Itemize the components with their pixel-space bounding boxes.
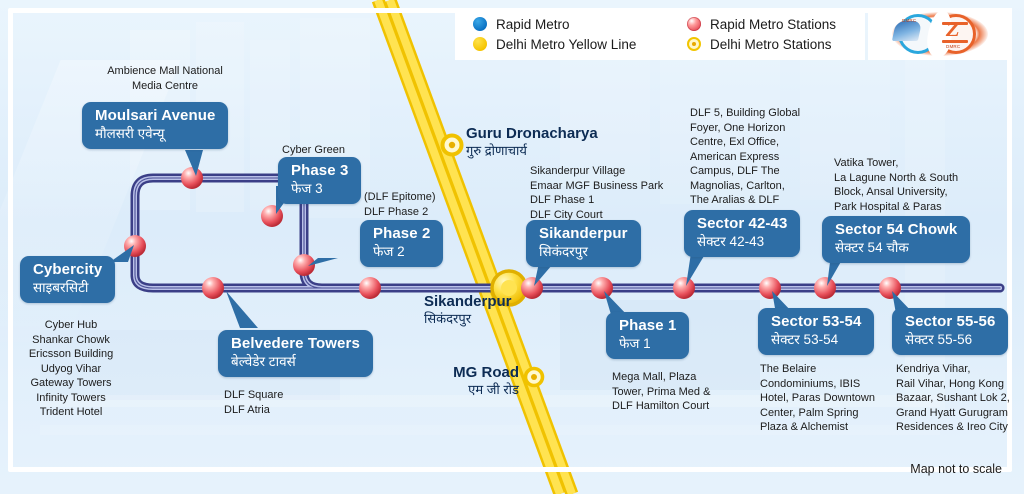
station-name-en-sector-55-56: Sector 55-56: [905, 313, 996, 330]
station-name-en-moulsari-avenue: Moulsari Avenue: [95, 107, 216, 124]
station-name-hi-sector-54-chowk: सेक्टर 54 चौक: [835, 239, 909, 255]
station-name-hi-moulsari-avenue: मौलसरी एवेन्यू: [95, 125, 165, 141]
legend-label-delhi-metro-stations: Delhi Metro Stations: [710, 36, 832, 52]
station-name-en-sector-42-43: Sector 42-43: [697, 215, 788, 232]
station-name-hi-sikanderpur: सिकंदरपुर: [539, 243, 588, 259]
yellow-station-name-hi-mg-road: एम जी रोड: [468, 381, 519, 397]
landmarks-sector-55-56: Kendriya Vihar, Rail Vihar, Hong Kong Ba…: [896, 363, 1010, 434]
landmarks-moulsari-avenue: Ambience Mall National Media Centre: [107, 65, 223, 92]
callout-phase-1[interactable]: Phase 1 फेज 1: [606, 312, 690, 360]
legend-item-yellow-line: Delhi Metro Yellow Line: [473, 37, 673, 52]
delhi-metro-station-markers: [440, 133, 545, 388]
callout-sector-55-56[interactable]: Sector 55-56 सेक्टर 55-56: [892, 308, 1009, 356]
callout-sector-42-43[interactable]: Sector 42-43 सेक्टर 42-43: [684, 210, 801, 258]
station-name-en-sikanderpur: Sikanderpur: [539, 225, 628, 242]
yellow-station-name-en-guru-dronacharya: Guru Dronacharya: [466, 125, 598, 142]
yellow-station-sikanderpur[interactable]: Sikanderpur सिकंदरपुर: [424, 293, 512, 328]
station-name-hi-phase-3: फेज 3: [291, 180, 323, 196]
station-name-hi-sector-53-54: सेक्टर 53-54: [771, 331, 839, 347]
yellow-station-name-en-sikanderpur: Sikanderpur: [424, 293, 512, 310]
station-name-en-sector-53-54: Sector 53-54: [771, 313, 862, 330]
landmarks-cybercity: Cyber Hub Shankar Chowk Ericsson Buildin…: [28, 319, 114, 419]
landmarks-sikanderpur: Sikanderpur Village Emaar MGF Business P…: [530, 165, 664, 221]
landmarks-belvedere-towers: DLF Square DLF Atria: [224, 389, 284, 416]
station-dot-sector-54-chowk: [814, 277, 836, 299]
callout-sector-53-54[interactable]: Sector 53-54 सेक्टर 53-54: [758, 308, 875, 356]
station-dot-belvedere-towers: [202, 277, 224, 299]
station-dot-moulsari-avenue: [181, 167, 203, 189]
yellow-station-guru-dronacharya[interactable]: Guru Dronacharya गुरु द्रोणाचार्य: [466, 125, 598, 160]
landmarks-phase-3: Cyber Green: [282, 144, 345, 156]
callout-belvedere-towers[interactable]: Belvedere Towers बेल्वेडेर टावर्स: [218, 330, 373, 378]
station-name-hi-cybercity: साइबरसिटी: [33, 279, 89, 295]
yellow-station-name-hi-guru-dronacharya: गुरु द्रोणाचार्य: [466, 142, 527, 158]
yellow-station-mg-road[interactable]: MG Road एम जी रोड: [424, 364, 519, 399]
legend-label-rapid-metro: Rapid Metro: [496, 16, 570, 32]
landmarks-phase-1: Mega Mall, Plaza Tower, Prima Med & DLF …: [612, 371, 711, 413]
rapid-metro-line-swatch-icon: [473, 17, 487, 31]
station-name-hi-sector-55-56: सेक्टर 55-56: [905, 331, 973, 347]
callout-cybercity[interactable]: Cybercity साइबरसिटी: [20, 256, 116, 304]
yellow-station-name-en-mg-road: MG Road: [453, 364, 519, 381]
landmarks-phase-2: (DLF Epitome) DLF Phase 2: [364, 191, 436, 218]
callout-phase-3[interactable]: Phase 3 फेज 3: [278, 157, 362, 205]
landmarks-sector-53-54: The Belaire Condominiums, IBIS Hotel, Pa…: [760, 363, 875, 434]
legend-item-delhi-metro-stations: Delhi Metro Stations: [687, 37, 836, 52]
operator-logo: DMRC Z DMRC: [868, 8, 1012, 60]
logo-bar-icon: [942, 22, 968, 25]
logo-bar-icon: [942, 40, 968, 43]
station-name-hi-phase-1: फेज 1: [619, 335, 651, 351]
station-name-en-cybercity: Cybercity: [33, 261, 103, 278]
station-dot-sector-55-56: [879, 277, 901, 299]
station-dot-sector-42-43: [673, 277, 695, 299]
landmarks-sector-42-43: DLF 5, Building Global Foyer, One Horizo…: [690, 107, 801, 221]
callout-moulsari-avenue[interactable]: Moulsari Avenue मौलसरी एवेन्यू: [82, 102, 229, 150]
delhi-metro-yellow-line: [371, 0, 579, 494]
map-legend: Rapid Metro Delhi Metro Yellow Line Rapi…: [455, 8, 865, 60]
station-name-hi-belvedere-towers: बेल्वेडेर टावर्स: [231, 353, 296, 369]
station-dot-phase-1: [591, 277, 613, 299]
legend-label-yellow-line: Delhi Metro Yellow Line: [496, 36, 637, 52]
station-name-hi-sector-42-43: सेक्टर 42-43: [697, 233, 765, 249]
legend-label-rapid-metro-stations: Rapid Metro Stations: [710, 16, 837, 32]
station-name-en-sector-54-chowk: Sector 54 Chowk: [835, 221, 958, 238]
station-dot-belvedere-link: [359, 277, 381, 299]
logo-right-text: Z: [943, 17, 963, 41]
rapid-metro-station-markers: [124, 167, 901, 299]
legend-item-rapid-metro: Rapid Metro: [473, 17, 673, 32]
station-name-en-phase-1: Phase 1: [619, 317, 677, 334]
station-name-en-belvedere-towers: Belvedere Towers: [231, 335, 360, 352]
yellow-station-name-hi-sikanderpur: सिकंदरपुर: [424, 310, 472, 326]
station-dot-sikanderpur: [521, 277, 543, 299]
station-dot-phase-2: [293, 254, 315, 276]
rapid-metro-station-swatch-icon: [687, 17, 701, 31]
station-dot-sector-53-54: [759, 277, 781, 299]
legend-item-rapid-metro-stations: Rapid Metro Stations: [687, 17, 836, 32]
station-name-en-phase-2: Phase 2: [373, 225, 431, 242]
callout-sikanderpur[interactable]: Sikanderpur सिकंदरपुर: [526, 220, 641, 268]
metro-train-icon: [891, 21, 923, 41]
callout-sector-54-chowk[interactable]: Sector 54 Chowk सेक्टर 54 चौक: [822, 216, 971, 264]
delhi-metro-yellow-line-swatch-icon: [473, 37, 487, 51]
logo-caption: DMRC: [946, 44, 961, 49]
callout-phase-2[interactable]: Phase 2 फेज 2: [360, 220, 444, 268]
station-name-hi-phase-2: फेज 2: [373, 243, 405, 259]
delhi-metro-station-swatch-icon: [687, 37, 701, 51]
logo-left-text: DMRC: [902, 18, 917, 23]
scale-note: Map not to scale: [910, 462, 1002, 476]
station-name-en-phase-3: Phase 3: [291, 162, 349, 179]
